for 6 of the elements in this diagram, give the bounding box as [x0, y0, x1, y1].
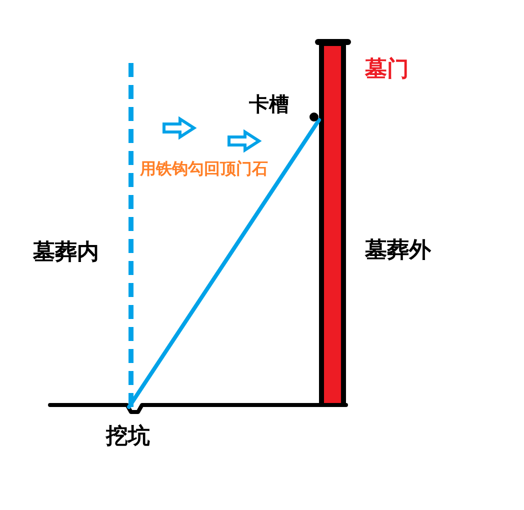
pit-label: 挖坑 — [106, 424, 150, 450]
slot-label: 卡槽 — [249, 93, 289, 116]
region-label: 墓葬内 — [33, 240, 99, 266]
instruction-note: 用铁钩勾回顶门石 — [140, 160, 268, 178]
door-label: 墓门 — [365, 57, 409, 82]
region-label: 墓葬外 — [365, 238, 431, 264]
